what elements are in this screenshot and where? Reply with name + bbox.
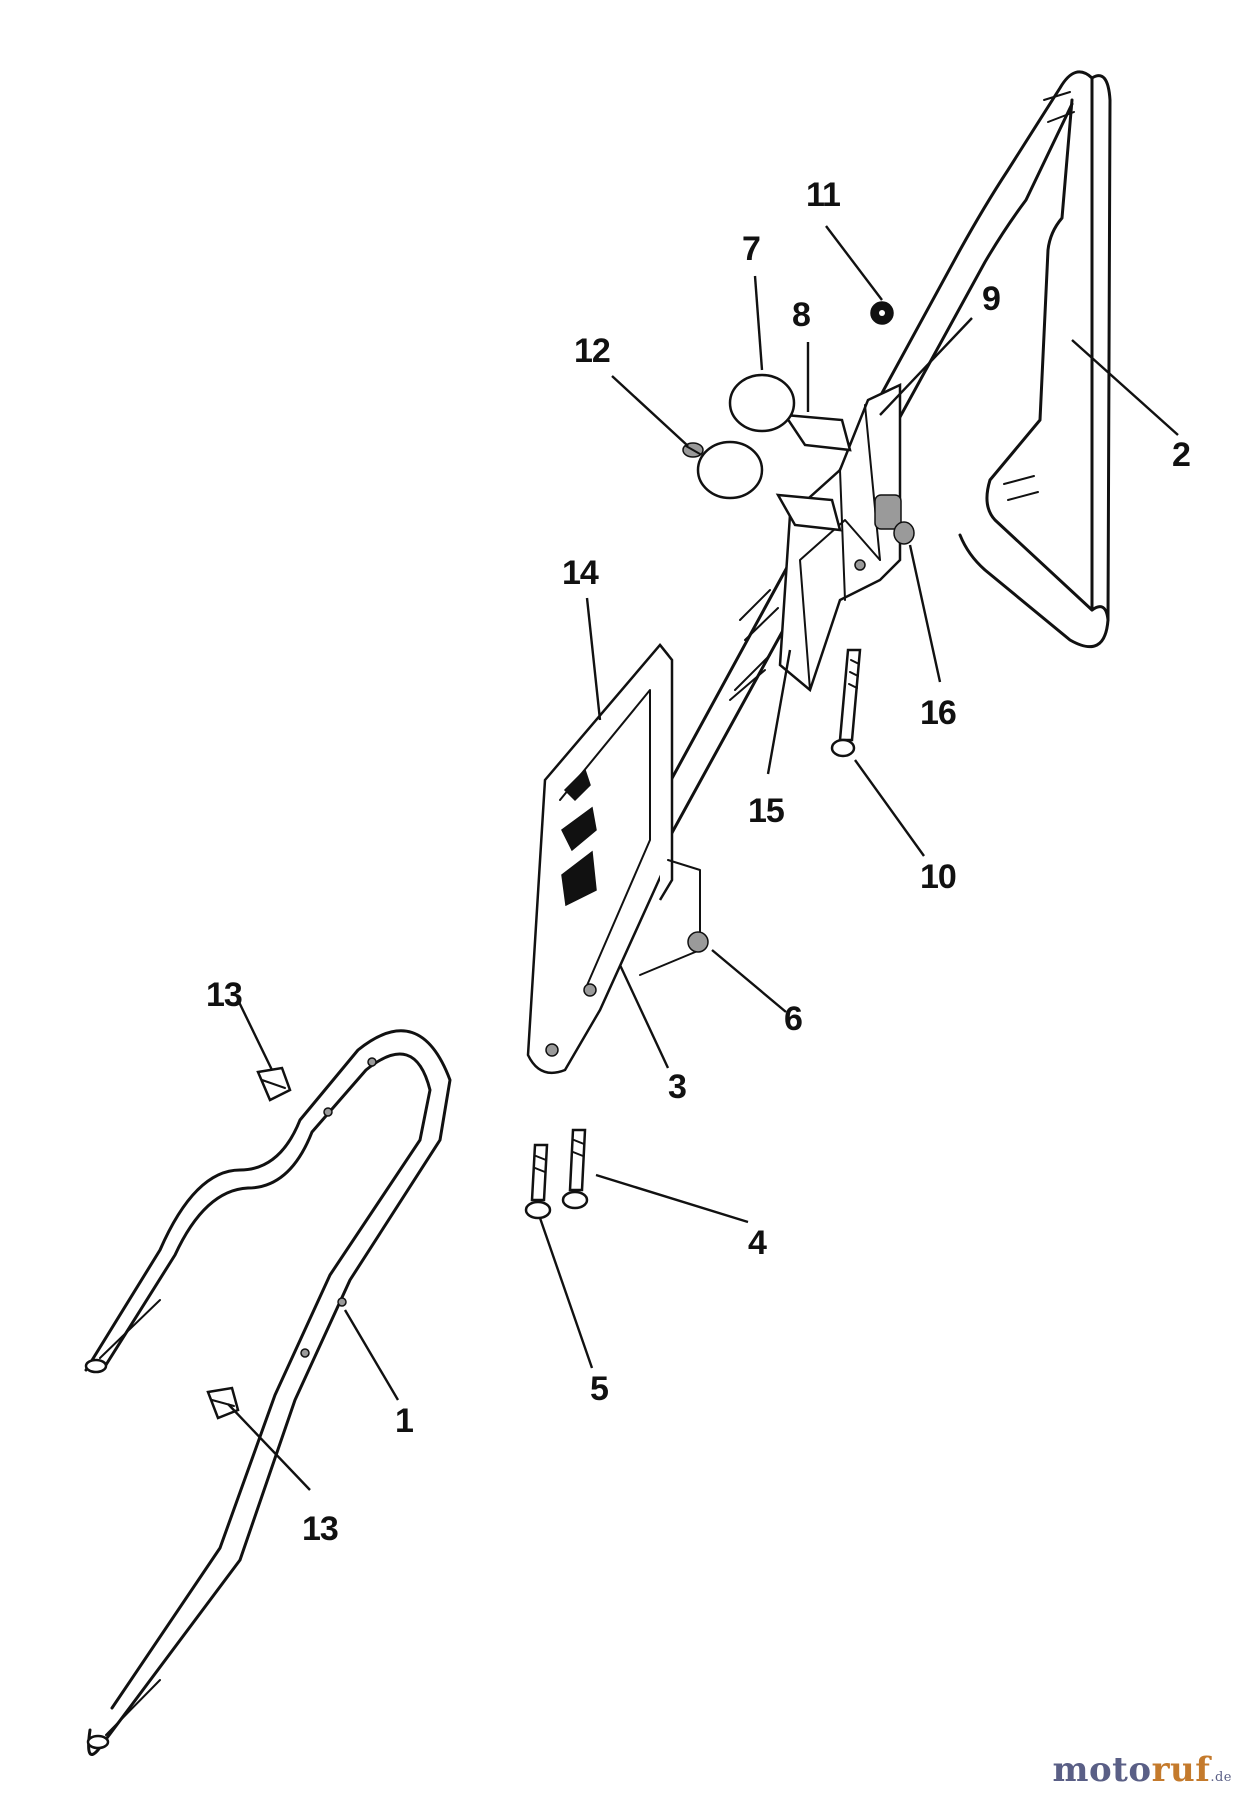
bolt-5 xyxy=(524,1143,552,1220)
nut-16 xyxy=(893,521,915,545)
label-15: 15 xyxy=(748,792,784,830)
label-7: 7 xyxy=(742,230,760,268)
label-12: 12 xyxy=(574,332,610,370)
label-14: 14 xyxy=(562,554,599,592)
watermark-part-b: ruf xyxy=(1151,1750,1211,1790)
leader-lines xyxy=(227,225,1179,1491)
screw-12 xyxy=(682,442,704,458)
watermark-part-a: moto xyxy=(1052,1750,1152,1790)
label-6: 6 xyxy=(784,1000,802,1038)
clip-13-upper xyxy=(256,1066,292,1102)
upper-handle xyxy=(620,70,1112,884)
control-lever xyxy=(729,413,852,701)
watermark-logo: motoruf.de xyxy=(1053,1750,1232,1790)
label-9: 9 xyxy=(982,280,1000,318)
label-10: 10 xyxy=(920,858,956,896)
center-brace xyxy=(778,383,902,693)
knob-7-lower xyxy=(696,440,764,500)
label-13-lower: 13 xyxy=(302,1510,338,1548)
decal-14 xyxy=(561,768,597,907)
label-11: 11 xyxy=(806,176,840,214)
nut-6 xyxy=(687,931,709,953)
label-4: 4 xyxy=(748,1224,767,1262)
bolt-4 xyxy=(561,1128,589,1210)
handle-bracket xyxy=(526,643,701,1075)
label-16: 16 xyxy=(920,694,956,732)
watermark-part-c: .de xyxy=(1210,1770,1232,1785)
knob-7-upper xyxy=(728,373,796,433)
label-8: 8 xyxy=(792,296,810,334)
nut-11 xyxy=(870,301,894,325)
bolt-10 xyxy=(830,648,862,758)
clip-13-lower xyxy=(206,1386,240,1420)
label-3: 3 xyxy=(668,1068,686,1106)
lower-handle xyxy=(84,1029,452,1756)
label-1: 1 xyxy=(395,1402,413,1440)
label-2: 2 xyxy=(1172,436,1190,474)
part-labels: 1 2 3 4 5 6 7 8 9 10 11 12 13 13 14 15 1… xyxy=(206,176,1191,1548)
label-5: 5 xyxy=(590,1370,608,1408)
label-13-upper: 13 xyxy=(206,976,242,1014)
